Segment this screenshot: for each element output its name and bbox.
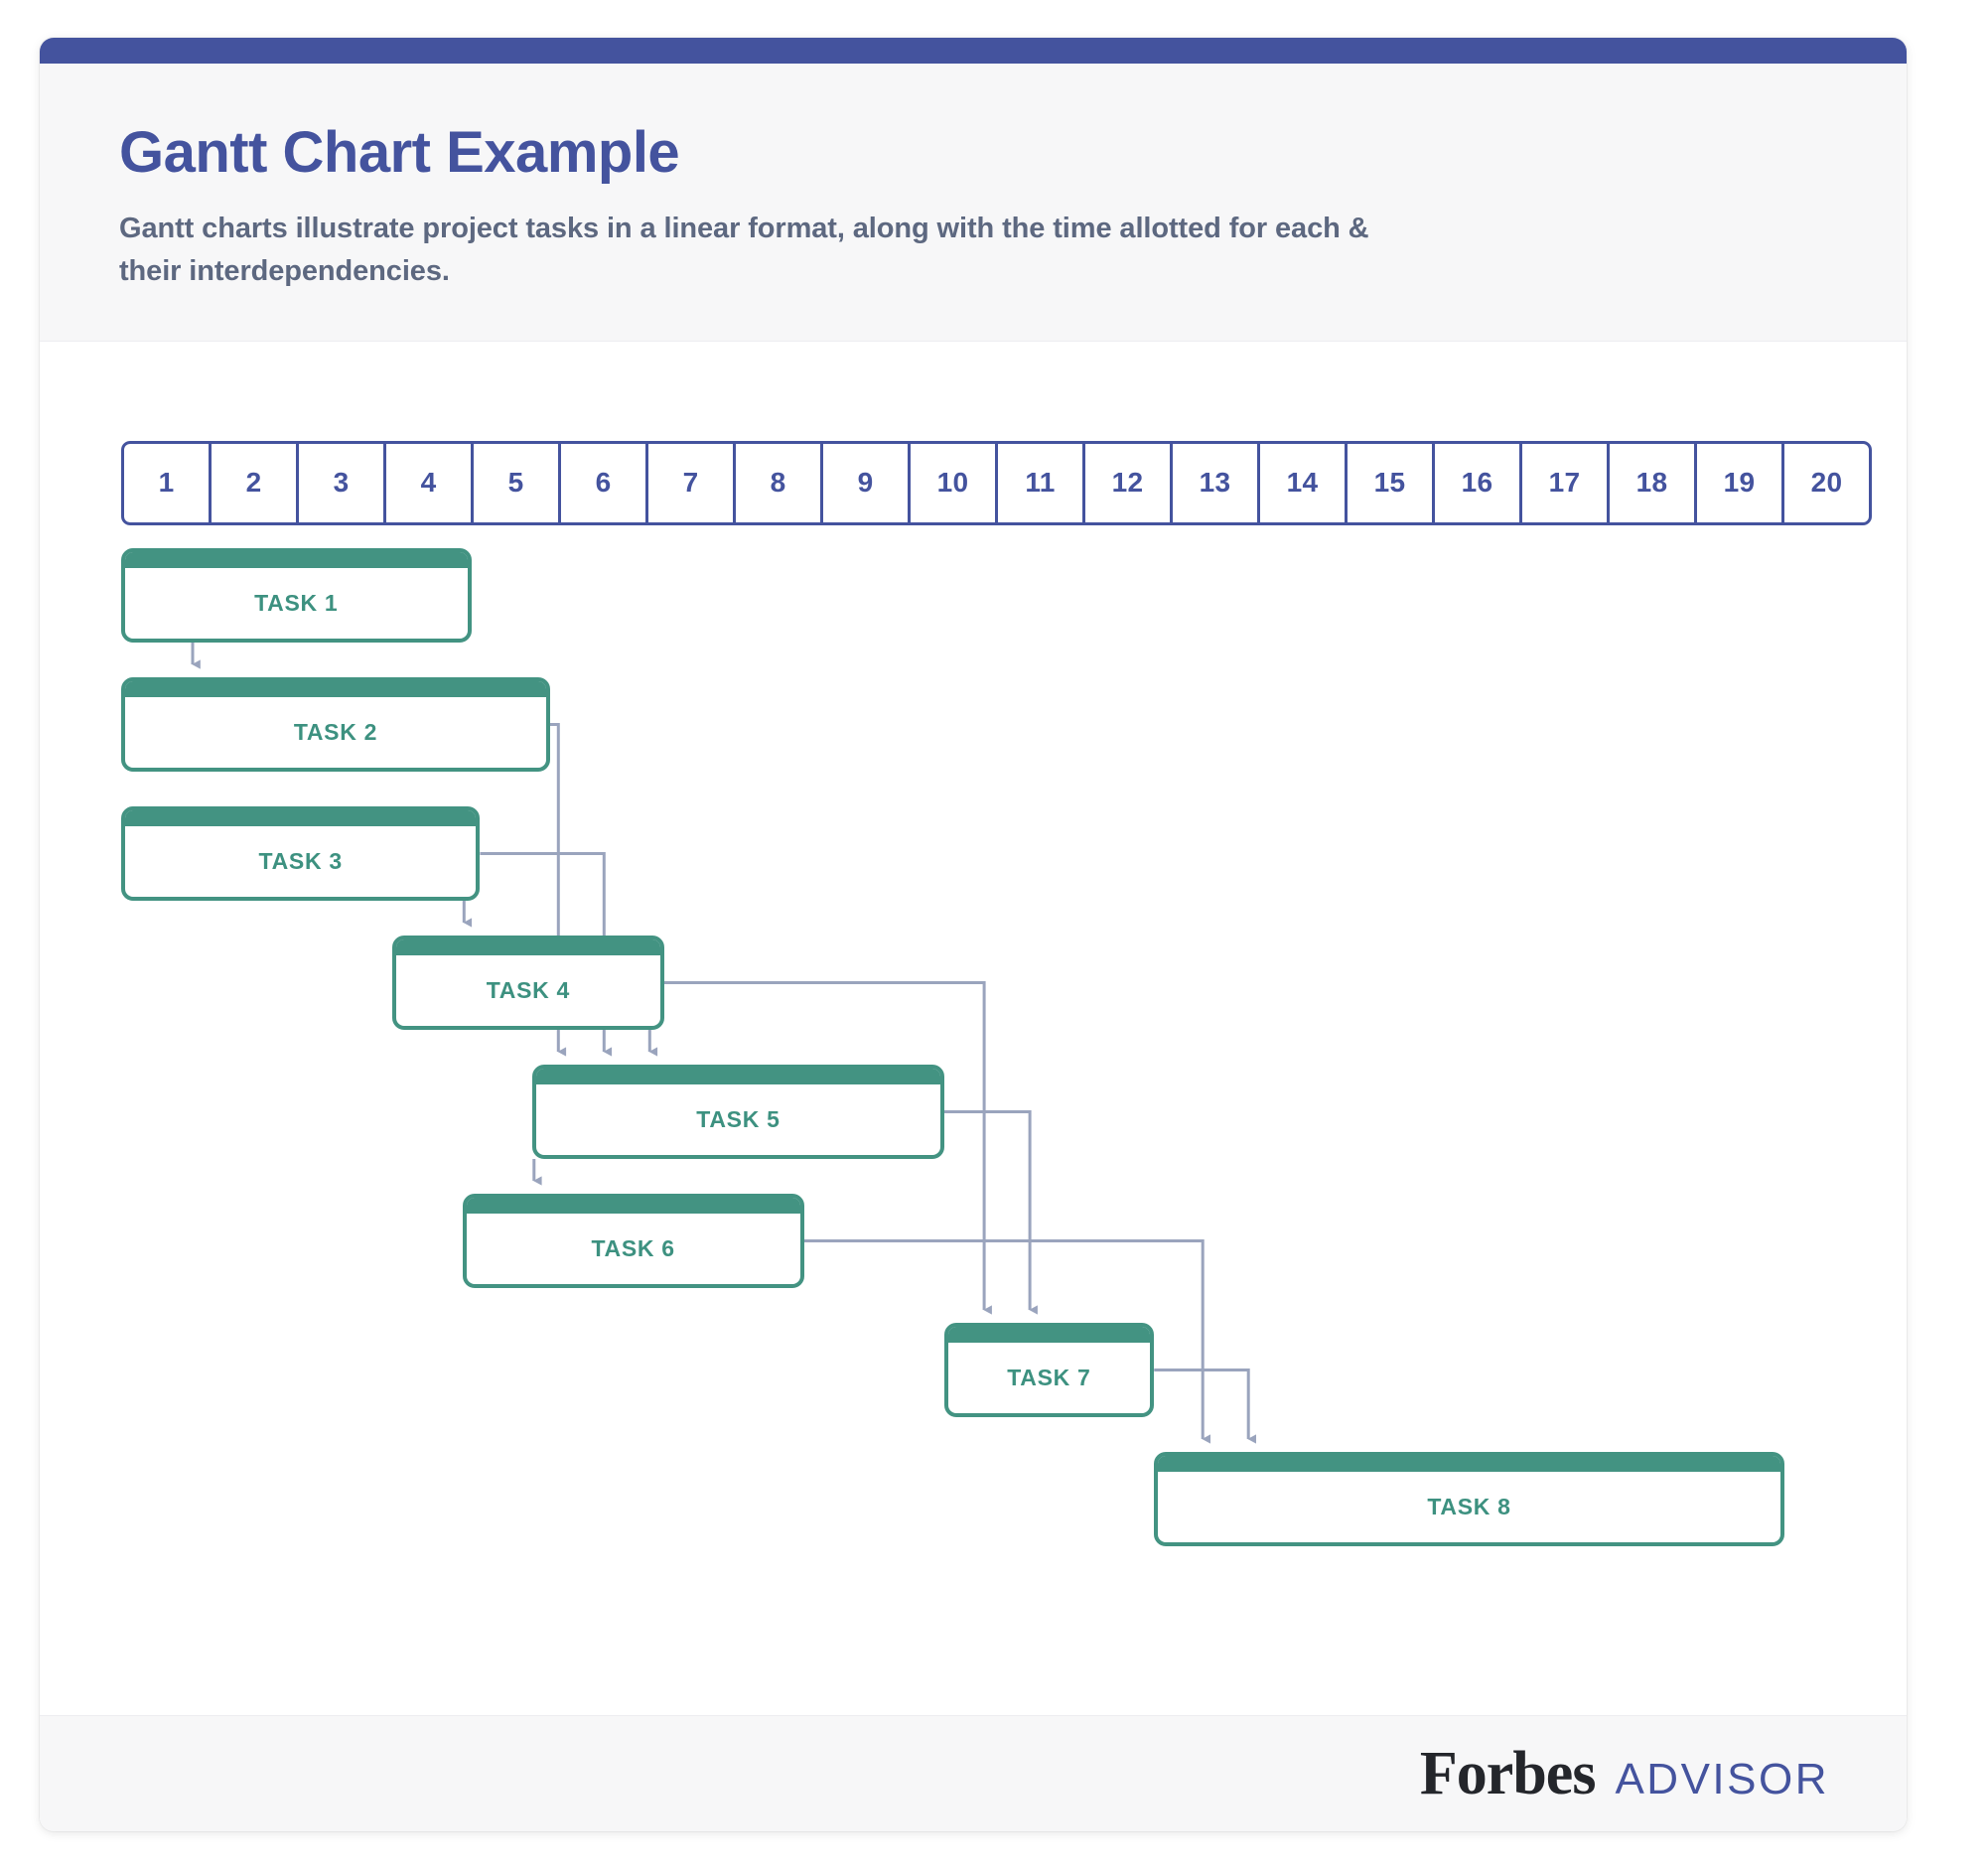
timeline-cell-7: 7: [648, 443, 736, 522]
task-bar-label: TASK 6: [591, 1235, 675, 1262]
timeline-cell-5: 5: [474, 443, 561, 522]
task-bar-task4[interactable]: TASK 4: [392, 935, 664, 1030]
timeline-cell-19: 19: [1697, 443, 1784, 522]
timeline-cell-12: 12: [1085, 443, 1173, 522]
timeline-cell-15: 15: [1348, 443, 1435, 522]
timeline-cell-14: 14: [1260, 443, 1348, 522]
task-bar-cap: [124, 680, 546, 697]
task-bar-task5[interactable]: TASK 5: [532, 1064, 944, 1159]
task-bar-label: TASK 4: [486, 977, 571, 1004]
task-bar-task8[interactable]: TASK 8: [1154, 1451, 1784, 1546]
top-accent-bar: [40, 38, 1907, 64]
timeline-cell-8: 8: [736, 443, 823, 522]
timeline-cell-9: 9: [823, 443, 911, 522]
timeline-cell-20: 20: [1810, 467, 1843, 499]
task-bar-label: TASK 8: [1427, 1494, 1511, 1520]
connector-task7-to-task8: [1154, 1368, 1257, 1444]
timeline-cell-13: 13: [1173, 443, 1260, 522]
task-bar-label: TASK 5: [696, 1106, 781, 1133]
timeline-cell-6: 6: [561, 443, 648, 522]
task-bar-task3[interactable]: TASK 3: [121, 805, 481, 901]
task-bar-task1[interactable]: TASK 1: [121, 547, 472, 643]
forbes-wordmark: Forbes: [1419, 1739, 1597, 1807]
timeline-cell-4: 4: [386, 443, 474, 522]
task-bar-cap: [466, 1197, 800, 1214]
task-bar-label: TASK 1: [254, 590, 339, 617]
card-footer: Forbes ADVISOR: [40, 1715, 1907, 1831]
page-title: Gantt Chart Example: [119, 120, 680, 185]
task-bar-cap: [396, 938, 660, 955]
timeline-cell-18: 18: [1610, 443, 1697, 522]
card-header: Gantt Chart Example Gantt charts illustr…: [40, 64, 1907, 342]
task-bar-cap: [125, 809, 477, 826]
task-bar-task2[interactable]: TASK 2: [121, 676, 550, 772]
connector-task5-to-task7: [943, 1109, 1038, 1315]
timeline-cell-17: 17: [1522, 443, 1610, 522]
timeline-cell-1: 1: [124, 443, 212, 522]
timeline-cell-2: 2: [212, 443, 299, 522]
timeline-cell-16: 16: [1435, 443, 1522, 522]
timeline-cell-3: 3: [299, 443, 386, 522]
page-subtitle: Gantt charts illustrate project tasks in…: [119, 213, 1369, 288]
task-bar-cap: [124, 551, 468, 568]
task-bar-cap: [536, 1068, 940, 1084]
gantt-plot-area: TASK 1 TASK 2 TASK 3 TASK 4 TASK 5 TASK 6 TASK…: [121, 547, 1872, 1546]
forbes-advisor-logo: Forbes ADVISOR: [1420, 1739, 1829, 1809]
task-bar-cap: [947, 1326, 1151, 1343]
task-bar-label: TASK 3: [258, 848, 343, 875]
advisor-wordmark: ADVISOR: [1615, 1754, 1829, 1803]
task-bar-label: TASK 2: [293, 719, 378, 746]
task-bar-task7[interactable]: TASK 7: [943, 1322, 1155, 1417]
timeline-cell-10: 10: [911, 443, 998, 522]
gantt-chart-card: Gantt Chart Example Gantt charts illustr…: [40, 38, 1907, 1831]
timeline-cell-11: 11: [998, 443, 1085, 522]
task-bar-cap: [1158, 1455, 1780, 1472]
task-bar-label: TASK 7: [1007, 1365, 1091, 1391]
task-bar-task6[interactable]: TASK 6: [462, 1193, 804, 1288]
